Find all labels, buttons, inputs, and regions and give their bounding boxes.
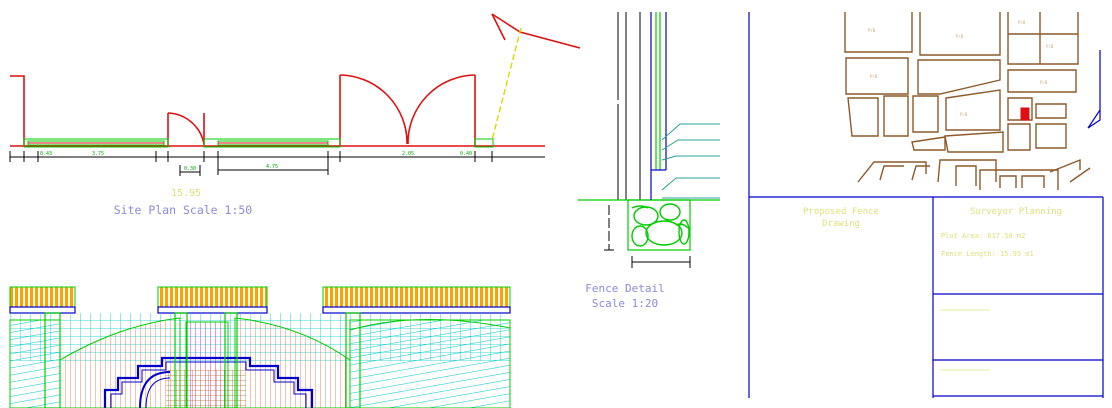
svg-text:P/B: P/B [960, 112, 968, 117]
location-map [844, 12, 1091, 190]
fence-length-text: Fence Length: 15.95 m1 [941, 250, 1034, 258]
detail-leaders [661, 123, 720, 199]
gate-arch [139, 371, 171, 408]
stepped-gate-outline [103, 356, 314, 408]
svg-text:P/B: P/B [1040, 80, 1048, 85]
pillars [44, 312, 361, 408]
map-labels: P/B P/B P/B P/B P/B P/B P/B [868, 20, 1054, 117]
dimension-lines [9, 151, 545, 176]
plan-dim-5: 2.05 [402, 151, 414, 157]
plan-dim-3: 0.30 [184, 166, 196, 172]
site-location-marker [1020, 107, 1030, 121]
surveyor-title: Surveyor Planning [970, 207, 1062, 217]
plan-dim-1: 0.43 [40, 151, 52, 157]
arched-panel-left [59, 317, 181, 408]
drawing-title-line1: Proposed Fence [803, 207, 879, 217]
fence-detail-title: Fence Detail [585, 282, 664, 295]
svg-text:P/B: P/B [868, 28, 876, 33]
svg-text:P/B: P/B [1046, 44, 1054, 49]
panel-right [349, 319, 511, 408]
fence-detail-scale: Scale 1:20 [592, 297, 658, 310]
stone-footing [631, 203, 690, 247]
title-block [748, 12, 1104, 398]
fence-detail: Fence Detail Scale 1:20 [578, 12, 720, 310]
drawing-title-line2: Drawing [822, 219, 860, 229]
plan-dim-2: 3.75 [92, 151, 104, 157]
gate-swing-line [491, 27, 522, 141]
svg-text:P/B: P/B [956, 34, 964, 39]
plot-area-text: Plot Area: 617.50 m2 [941, 232, 1025, 240]
plan-title: Site Plan Scale 1:50 [114, 203, 253, 217]
plan-dim-6: 0.40 [460, 151, 472, 157]
fence-elevation [9, 286, 511, 408]
panel-left [9, 319, 61, 408]
site-plan: 0.43 3.75 0.30 4.75 2.05 0.40 15.95 Site… [9, 13, 581, 217]
arched-panel-right [234, 317, 351, 408]
coping-caps [9, 286, 511, 314]
svg-text:P/B: P/B [870, 74, 878, 79]
plan-total-dimension: 15.95 [171, 188, 201, 199]
plan-dim-4: 4.75 [266, 164, 278, 170]
plan-walls [10, 13, 581, 147]
svg-text:P/B: P/B [1018, 20, 1026, 25]
